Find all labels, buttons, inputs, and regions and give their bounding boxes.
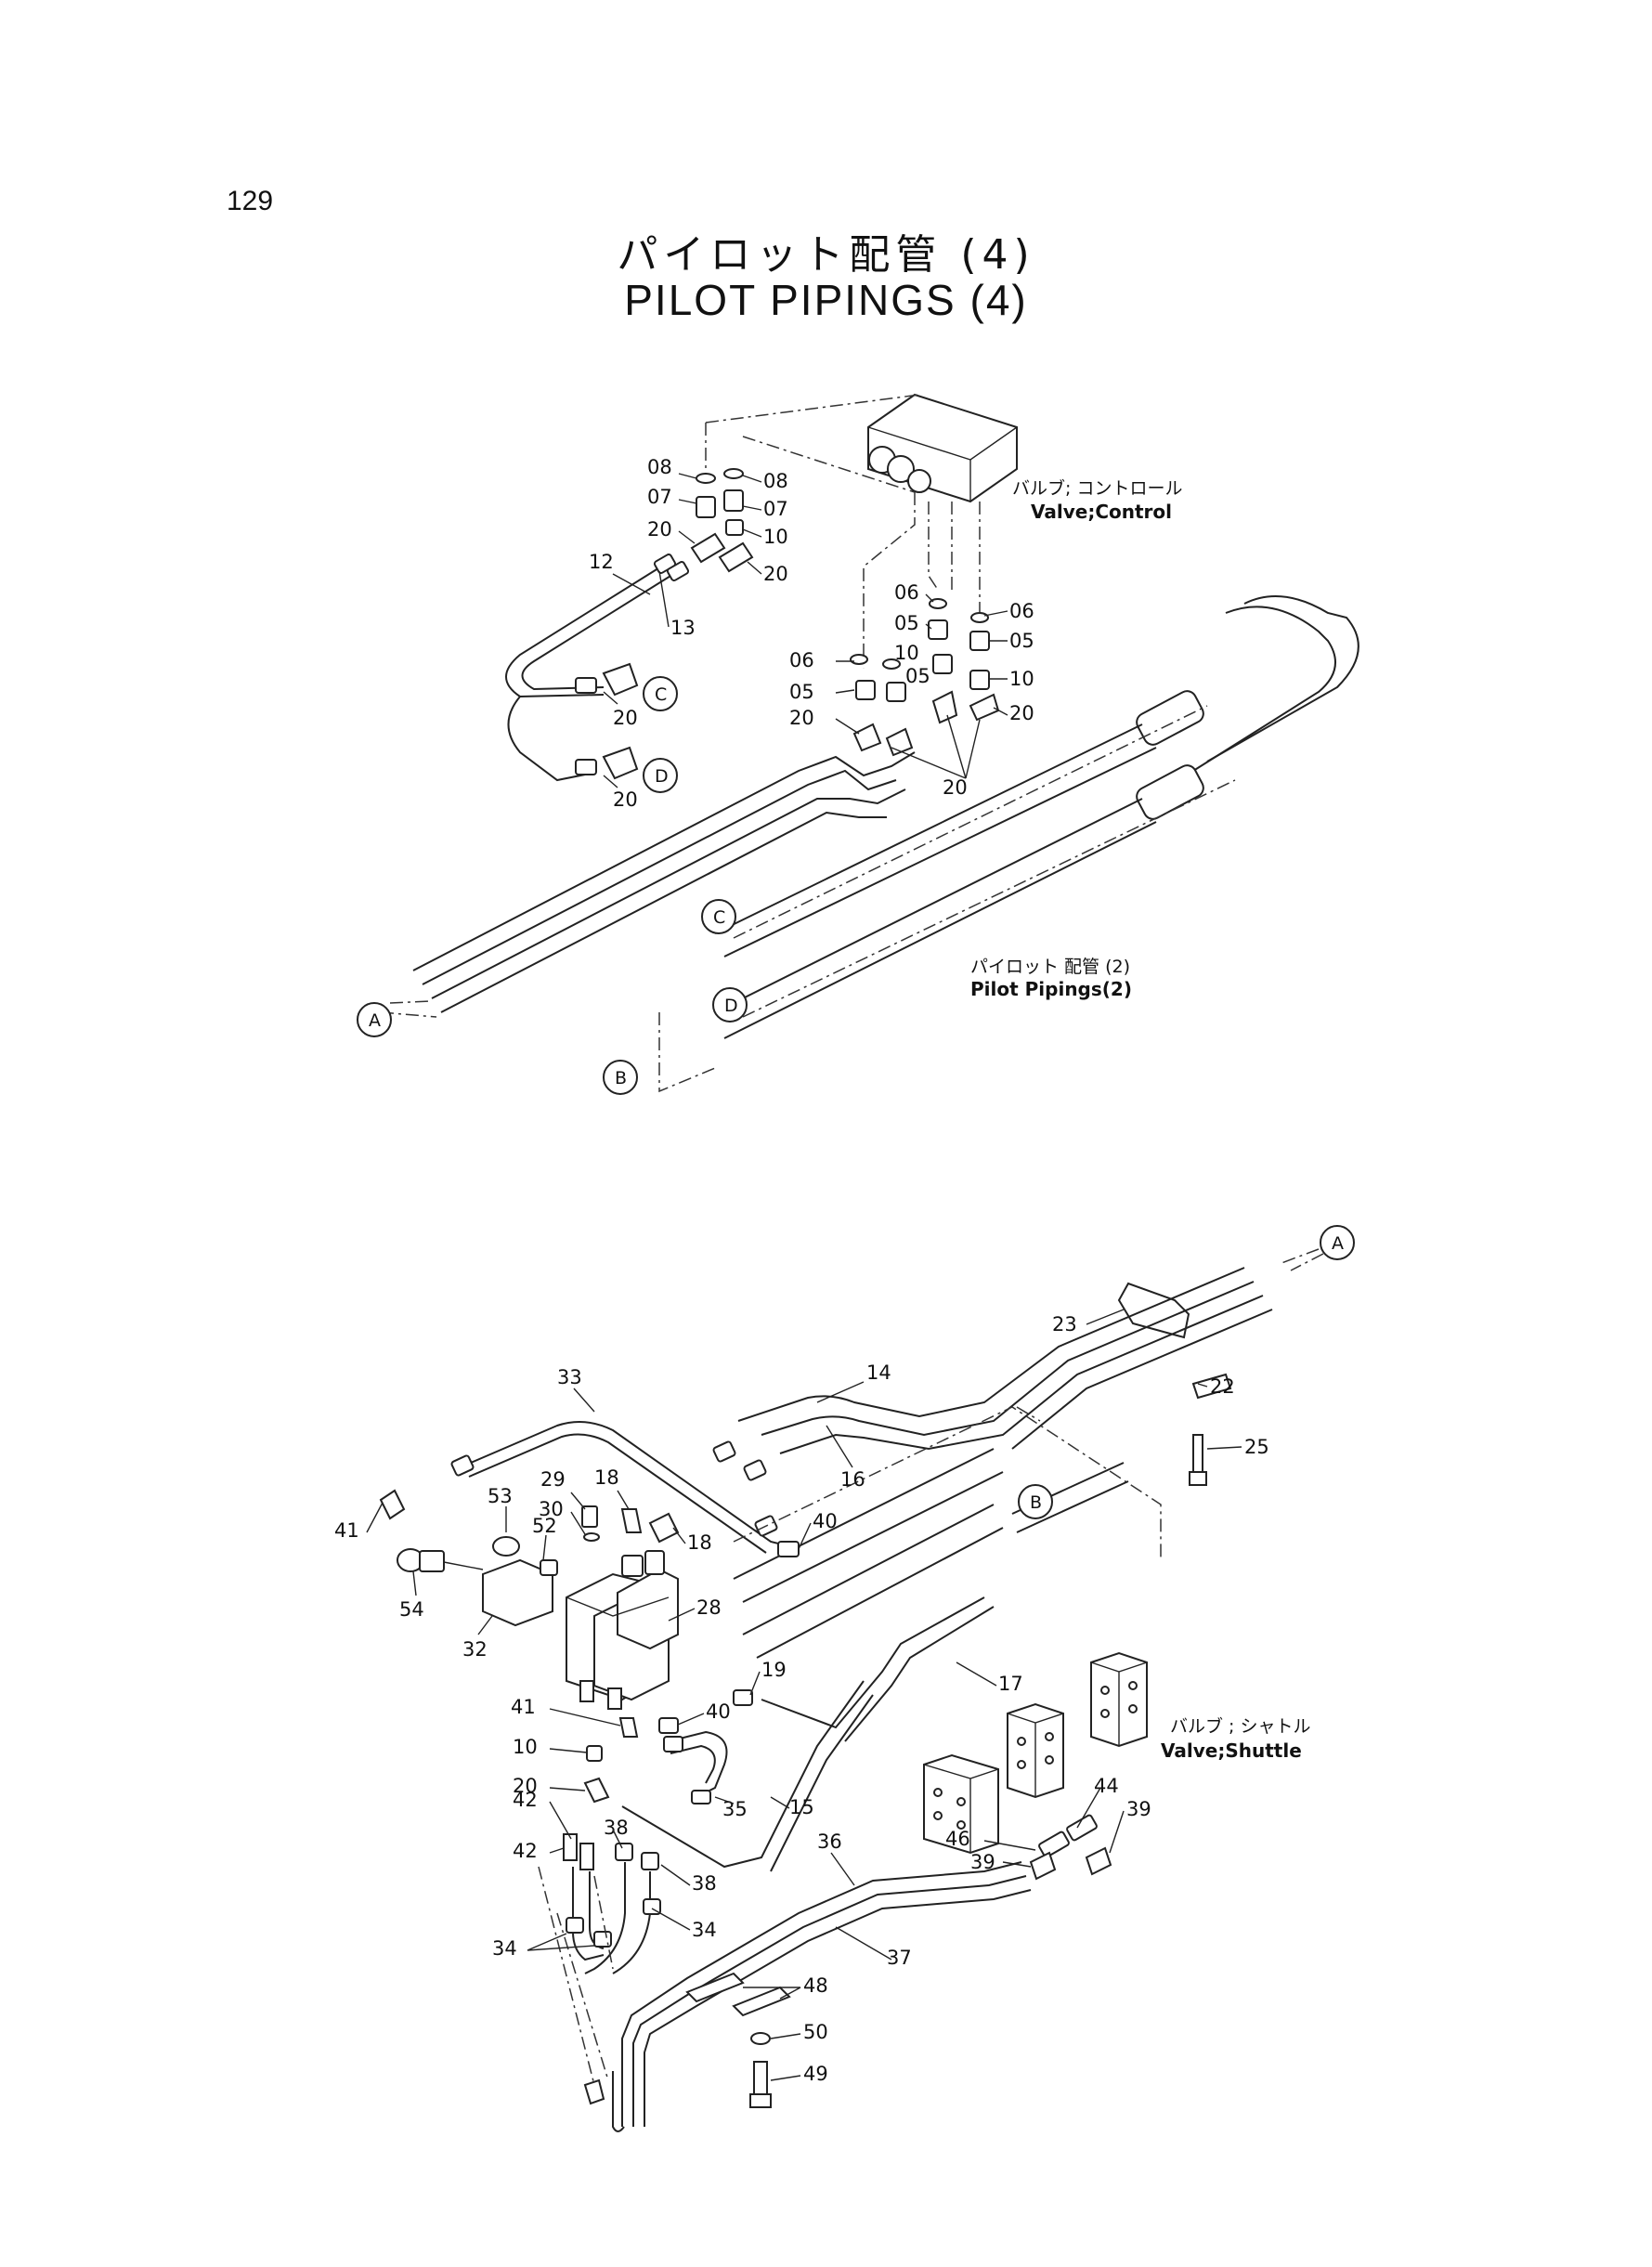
part-label: 54 (399, 1598, 424, 1621)
part-label: 05 (789, 681, 814, 703)
part-label: 14 (866, 1362, 891, 1384)
elbow-c (575, 662, 639, 697)
part-label: 41 (511, 1696, 536, 1718)
part-label: 10 (513, 1736, 538, 1758)
part-label: 46 (945, 1828, 970, 1850)
shuttle-valve-caption-en: Valve;Shuttle (1161, 1739, 1302, 1762)
part-label: 34 (492, 1937, 517, 1960)
connector-a-bottom-label: A (1332, 1233, 1344, 1254)
elbow-d (575, 746, 639, 780)
part-label: 20 (763, 563, 788, 585)
part-label: 13 (670, 617, 696, 639)
part-label: 52 (532, 1515, 557, 1537)
part-label: 05 (894, 612, 919, 634)
connector-d-lower-label: D (724, 996, 738, 1016)
fittings-right (850, 598, 1000, 757)
top-part-labels: 08 08 07 07 20 10 20 12 13 20 20 06 06 0… (589, 456, 1034, 811)
part-label: 12 (589, 551, 614, 573)
part-label: 25 (1244, 1436, 1269, 1458)
part-label: 18 (594, 1466, 619, 1489)
part-label: 20 (1009, 702, 1034, 724)
part-label: 18 (687, 1531, 712, 1554)
part-label: 40 (706, 1700, 731, 1723)
part-label: 20 (613, 788, 638, 811)
part-label: 49 (803, 2063, 828, 2085)
part-label: 22 (1210, 1375, 1235, 1398)
title-english: PILOT PIPINGS (4) (624, 276, 1028, 324)
part-label: 05 (1009, 630, 1034, 652)
part-label: 20 (943, 776, 968, 799)
top-assembly: A B C D C D バルブ; コントロール Valve;Control パイ… (357, 393, 1359, 1095)
part-label: 41 (334, 1519, 359, 1542)
connector-c-label: C (655, 684, 667, 705)
control-valve-block (867, 393, 1018, 503)
connector-b-bottom-label: B (1030, 1492, 1042, 1513)
part-label: 16 (840, 1468, 865, 1491)
pilot-pipings2-caption-en: Pilot Pipings(2) (970, 978, 1132, 1000)
part-label: 40 (813, 1510, 838, 1532)
bottom-assembly: A B (334, 1225, 1355, 2132)
part-label: 20 (647, 518, 672, 541)
part-label: 37 (887, 1947, 912, 1969)
part-label: 23 (1052, 1313, 1077, 1335)
part-label: 42 (513, 1840, 538, 1862)
fittings-left (690, 468, 754, 573)
title-japanese: パイロット配管 (4) (617, 231, 1035, 279)
connector-a-label: A (369, 1010, 381, 1031)
control-valve-caption-en: Valve;Control (1031, 501, 1172, 523)
shuttle-valve-caption-jp: バルブ ; シャトル (1170, 1715, 1310, 1737)
part-label: 06 (894, 581, 919, 604)
part-label: 29 (540, 1468, 566, 1491)
part-label: 10 (894, 642, 919, 664)
part-label: 06 (789, 649, 814, 671)
part-label: 30 (539, 1498, 564, 1520)
part-label: 39 (1126, 1798, 1151, 1820)
part-label: 38 (692, 1872, 717, 1895)
part-label: 36 (817, 1831, 842, 1853)
connector-b-label: B (615, 1068, 627, 1088)
shuttle-valves (923, 1651, 1148, 1881)
part-label: 44 (1094, 1775, 1119, 1797)
part-label: 53 (488, 1485, 513, 1507)
part-label: 05 (905, 665, 930, 687)
page-number: 129 (227, 186, 274, 216)
part-label: 19 (761, 1659, 787, 1681)
part-label: 15 (789, 1796, 814, 1818)
part-label: 10 (1009, 668, 1034, 690)
part-label: 32 (462, 1638, 488, 1661)
pilot-valve-block (566, 1550, 679, 1710)
part-label: 17 (998, 1673, 1023, 1695)
part-label: 08 (647, 456, 672, 478)
pilot-pipings2-caption-jp: パイロット 配管 (2) (970, 957, 1130, 977)
part-label: 10 (763, 526, 788, 548)
part-label: 42 (513, 1789, 538, 1811)
part-label: 07 (647, 486, 672, 508)
part-label: 50 (803, 2021, 828, 2043)
part-label: 34 (692, 1919, 717, 1941)
part-label: 20 (613, 707, 638, 729)
connector-c-lower-label: C (713, 907, 725, 928)
part-label: 07 (763, 498, 788, 520)
part-label: 20 (789, 707, 814, 729)
part-label: 48 (803, 1974, 828, 1997)
part-label: 28 (696, 1596, 722, 1619)
control-valve-caption-jp: バルブ; コントロール (1012, 477, 1182, 499)
part-label: 39 (970, 1851, 995, 1873)
part-label: 33 (557, 1366, 582, 1388)
part-label: 06 (1009, 600, 1034, 622)
part-label: 08 (763, 470, 788, 492)
part-label: 20 (513, 1775, 538, 1797)
connector-d-label: D (655, 766, 669, 787)
